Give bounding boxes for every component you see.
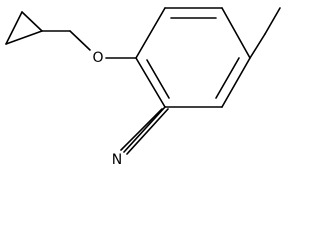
ethyl-ch2-bond xyxy=(249,33,266,59)
ring-bond-c1-c2 xyxy=(135,7,166,59)
ring-double-bond-c6-c1 xyxy=(146,59,170,99)
molecule-drawing: O N xyxy=(5,7,281,168)
structure-canvas: O N xyxy=(5,7,281,168)
ring-bond-c6-c1 xyxy=(135,57,166,108)
cyclopropyl-bond-left-right xyxy=(5,30,43,45)
nitrogen-atom-label: N xyxy=(112,152,122,168)
cyclopropyl-bond-left-top xyxy=(5,11,23,45)
nitrile-triple-bond-line-3 xyxy=(126,108,169,155)
nitrile-triple-bond-line-1 xyxy=(120,108,163,151)
cyclopropyl-bond-top-right xyxy=(21,11,43,32)
ring-bond-c3-c4 xyxy=(221,7,251,59)
ring-bond-c4-c5 xyxy=(221,57,251,108)
ch2-to-oxygen-bond xyxy=(69,30,91,51)
ethyl-ch3-bond xyxy=(264,7,281,35)
oxygen-atom-label: O xyxy=(92,50,103,66)
nitrile-triple-bond-line-2 xyxy=(123,106,166,153)
ring-double-bond-c4-c5 xyxy=(215,57,240,99)
